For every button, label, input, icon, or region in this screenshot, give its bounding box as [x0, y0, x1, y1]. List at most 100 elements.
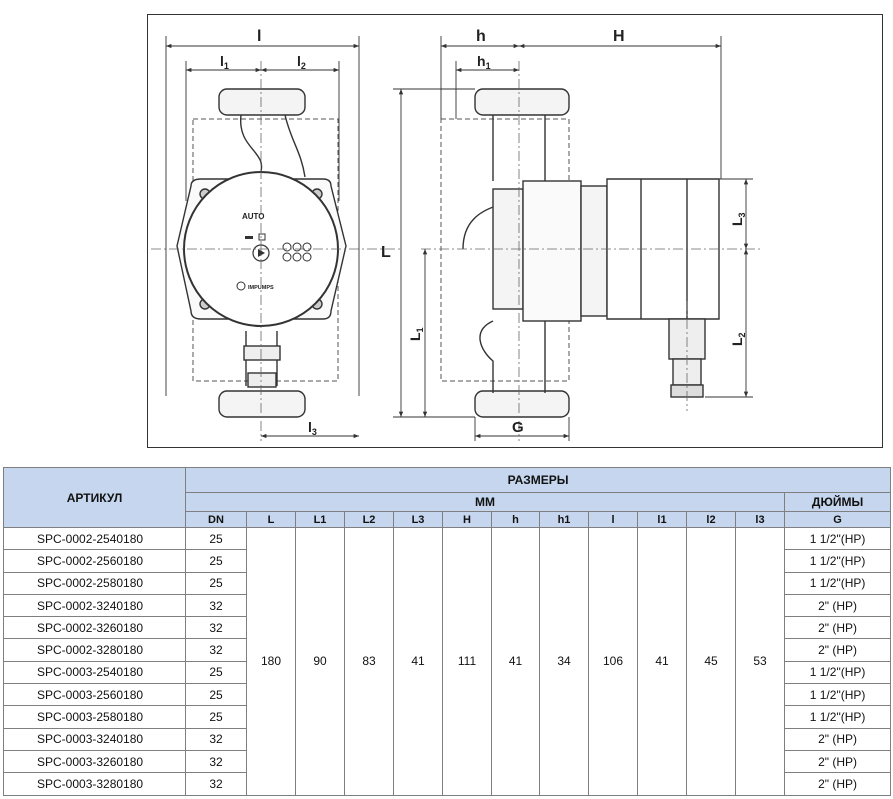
row-g: 1 1/2"(HP): [783, 705, 892, 729]
col-dn: DN: [185, 511, 247, 528]
col-L2: L2: [344, 511, 394, 528]
technical-drawing: AUTO IMPUMPS l l1 l2 l3: [147, 14, 883, 448]
row-g: 2" (HP): [783, 749, 892, 774]
row-dn: 32: [185, 638, 247, 662]
shared-H: 111: [442, 527, 492, 796]
col-L: L: [246, 511, 296, 528]
header-inches: ДЮЙМЫ: [783, 492, 892, 512]
shared-L1: 90: [295, 527, 345, 796]
dim-big-l1-label: L1: [407, 327, 425, 341]
front-view: [176, 88, 347, 418]
row-dn: 32: [185, 772, 247, 796]
row-dn: 32: [185, 727, 247, 751]
row-article: SPC-0002-3260180: [3, 616, 186, 640]
header-sizes: РАЗМЕРЫ: [184, 467, 892, 493]
dimensions-table: АРТИКУЛ РАЗМЕРЫ ММ ДЮЙМЫ DN L L1 L2 L3 H…: [3, 467, 892, 796]
pump-dimension-drawing: AUTO IMPUMPS l l1 l2 l3: [151, 28, 761, 441]
dim-h-label: h: [476, 28, 486, 45]
col-l: l: [588, 511, 638, 528]
row-dn: 32: [185, 593, 247, 618]
row-article: SPC-0003-2540180: [3, 660, 186, 685]
header-mm: ММ: [185, 492, 785, 512]
row-article: SPC-0003-3280180: [3, 772, 186, 796]
row-article: SPC-0003-3260180: [3, 749, 186, 774]
row-dn: 25: [185, 526, 247, 551]
col-l2: l2: [686, 511, 736, 528]
side-view: [440, 88, 720, 418]
row-dn: 32: [185, 749, 247, 774]
col-l3: l3: [735, 511, 785, 528]
side-center-lines: [421, 61, 761, 441]
row-dn: 32: [185, 616, 247, 640]
row-g: 2" (HP): [783, 772, 892, 796]
row-g: 1 1/2"(HP): [783, 571, 892, 595]
row-g: 2" (HP): [783, 616, 892, 640]
shared-L3: 41: [393, 527, 443, 796]
front-center-lines: [151, 61, 401, 441]
side-dimension-lines: [393, 36, 753, 441]
shared-l: 106: [588, 527, 638, 796]
dim-big-l2-label: L2: [729, 332, 747, 346]
row-g: 1 1/2"(HP): [783, 660, 892, 685]
dim-big-h-label: H: [613, 28, 625, 45]
row-g: 1 1/2"(HP): [783, 683, 892, 707]
front-dimension-lines: [165, 36, 360, 439]
row-article: SPC-0003-3240180: [3, 727, 186, 751]
row-dn: 25: [185, 571, 247, 595]
dim-l-label: l: [257, 28, 261, 45]
shared-L2: 83: [344, 527, 394, 796]
shared-h1: 34: [539, 527, 589, 796]
shared-l3: 53: [735, 527, 785, 796]
dim-h1-label: h1: [477, 53, 491, 71]
shared-l1: 41: [637, 527, 687, 796]
dim-l2-label: l2: [297, 53, 306, 71]
row-dn: 25: [185, 683, 247, 707]
col-L3: L3: [393, 511, 443, 528]
panel-brand-label: IMPUMPS: [248, 285, 274, 291]
table-body: SPC-0002-2540180 25 180 90 83 41 111 41 …: [3, 526, 892, 796]
col-L1: L1: [295, 511, 345, 528]
table-row: SPC-0002-2540180 25 180 90 83 41 111 41 …: [3, 526, 892, 796]
col-H: H: [442, 511, 492, 528]
row-dn: 25: [185, 660, 247, 685]
dim-g-label: G: [512, 419, 524, 436]
row-g: 2" (HP): [783, 593, 892, 618]
row-article: SPC-0002-2560180: [3, 549, 186, 573]
row-dn: 25: [185, 705, 247, 729]
col-g: G: [783, 511, 892, 528]
row-article: SPC-0003-2560180: [3, 683, 186, 707]
row-g: 1 1/2"(HP): [783, 549, 892, 573]
col-l1: l1: [637, 511, 687, 528]
row-g: 1 1/2"(HP): [783, 526, 892, 551]
shared-h: 41: [491, 527, 540, 796]
dim-l3-label: l3: [308, 419, 317, 437]
row-g: 2" (HP): [783, 638, 892, 662]
dim-l1-label: l1: [220, 53, 229, 71]
col-h1: h1: [539, 511, 589, 528]
row-article: SPC-0002-3280180: [3, 638, 186, 662]
row-dn: 25: [185, 549, 247, 573]
panel-auto-label: AUTO: [242, 212, 265, 221]
row-g: 2" (HP): [783, 727, 892, 751]
row-article: SPC-0002-2540180: [3, 526, 186, 551]
row-article: SPC-0002-2580180: [3, 571, 186, 595]
row-article: SPC-0002-3240180: [3, 593, 186, 618]
shared-l2: 45: [686, 527, 736, 796]
dim-big-l-label: L: [381, 244, 391, 261]
header-article: АРТИКУЛ: [3, 467, 186, 528]
dim-big-l3-label: L3: [729, 212, 747, 226]
row-article: SPC-0003-2580180: [3, 705, 186, 729]
shared-L: 180: [246, 527, 296, 796]
col-h: h: [491, 511, 540, 528]
